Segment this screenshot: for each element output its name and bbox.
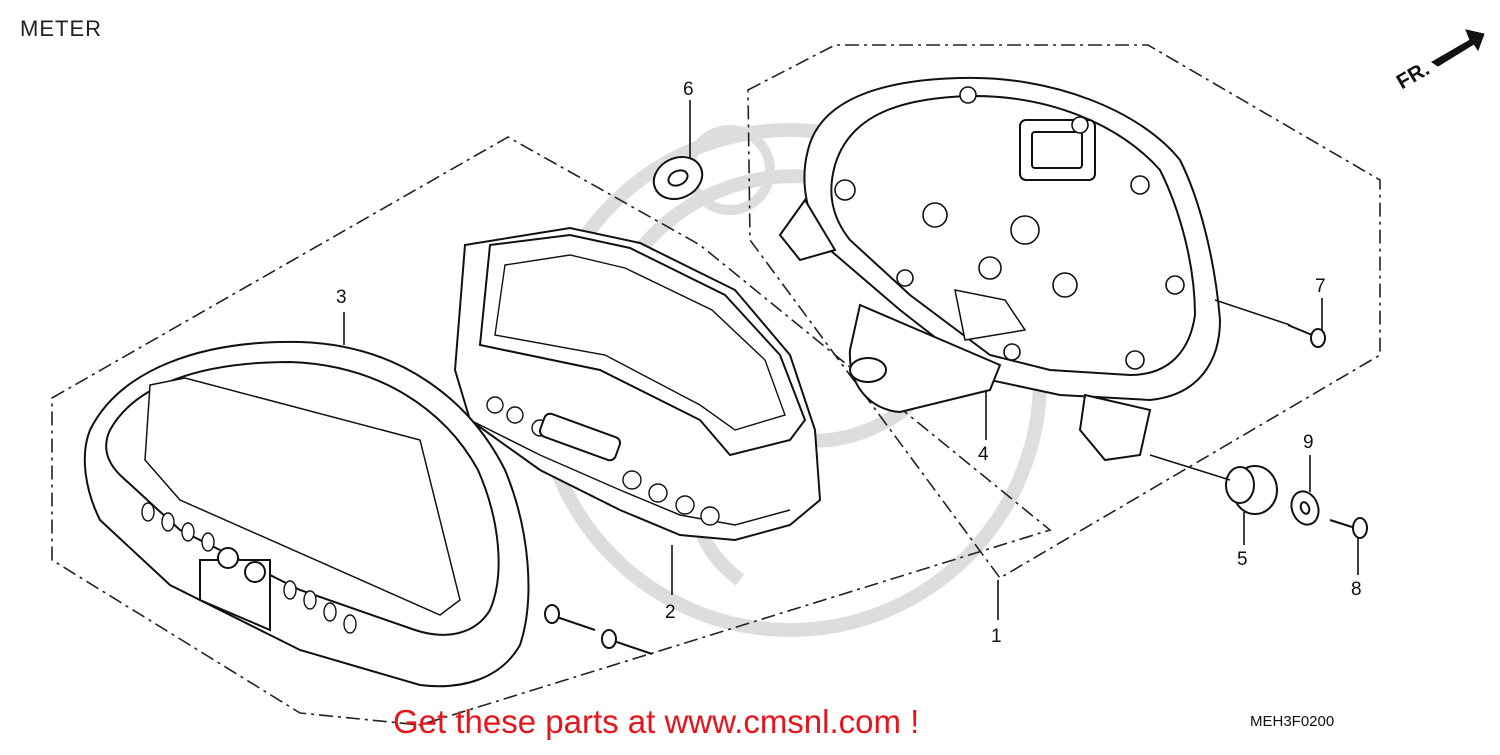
front-direction-arrow-icon: FR. xyxy=(1393,29,1485,94)
callout-1: 1 xyxy=(991,626,1002,647)
rubber-grommet-part[interactable] xyxy=(647,149,709,206)
front-direction-label: FR. xyxy=(1393,57,1434,94)
screw-part-7[interactable] xyxy=(1287,324,1326,348)
callout-3: 3 xyxy=(336,287,347,308)
callout-2: 2 xyxy=(665,602,676,623)
callout-5: 5 xyxy=(1237,549,1248,570)
callout-4: 4 xyxy=(978,444,989,465)
callout-6: 6 xyxy=(683,79,694,100)
callout-9: 9 xyxy=(1303,432,1314,453)
callout-7: 7 xyxy=(1315,276,1326,297)
meter-case-part[interactable] xyxy=(778,76,1222,462)
meter-visor-part[interactable] xyxy=(83,340,530,688)
meter-assembly-part[interactable] xyxy=(453,226,822,542)
callout-8: 8 xyxy=(1351,579,1362,600)
washer-part[interactable] xyxy=(1287,488,1323,529)
page-title: METER xyxy=(20,16,102,41)
grommet-part[interactable] xyxy=(1225,465,1278,515)
assembly-outline xyxy=(51,44,1381,726)
diagram-code: MEH3F0200 xyxy=(1250,713,1335,730)
screw-part-8[interactable] xyxy=(1329,517,1368,539)
bolt-pins xyxy=(544,604,653,655)
leader-lines xyxy=(343,100,1359,620)
footer-parts-link[interactable]: Get these parts at www.cmsnl.com ! xyxy=(393,703,920,740)
